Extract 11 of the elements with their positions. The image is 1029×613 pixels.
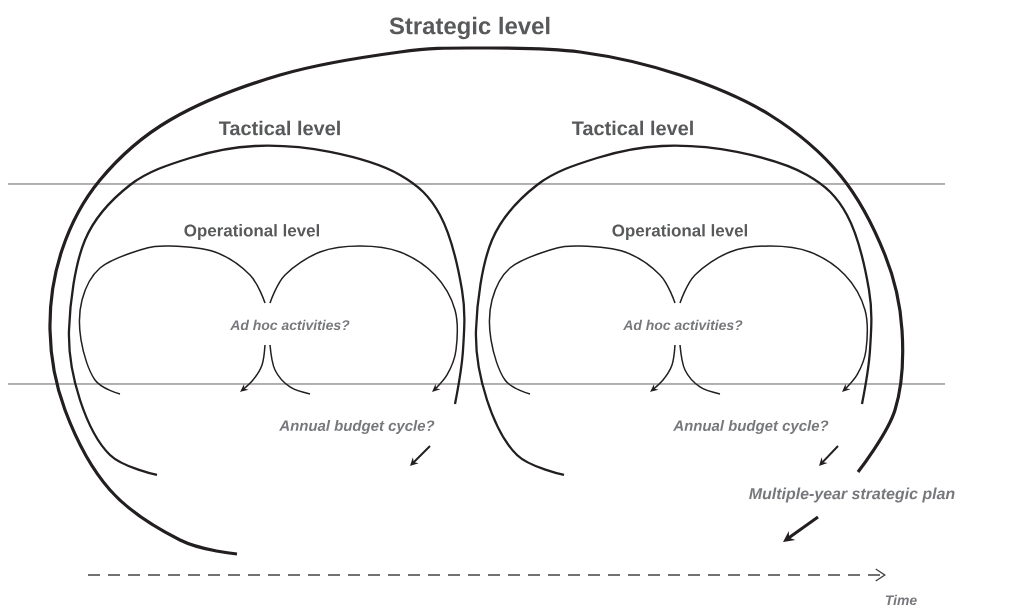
cycle-label: Annual budget cycle? — [673, 420, 829, 434]
level-title: Operational level — [184, 224, 320, 240]
cycle-label: Ad hoc activities? — [623, 319, 743, 331]
axis-label: Time — [885, 594, 917, 606]
level-title: Tactical level — [571, 120, 693, 136]
cycle-label: Ad hoc activities? — [230, 319, 350, 331]
cycle-label: Annual budget cycle? — [279, 420, 435, 434]
level-title: Strategic level — [389, 16, 550, 40]
level-title: Tactical level — [218, 120, 340, 136]
cycle-label: Multiple-year strategic plan — [749, 487, 955, 503]
level-title: Operational level — [612, 224, 748, 240]
